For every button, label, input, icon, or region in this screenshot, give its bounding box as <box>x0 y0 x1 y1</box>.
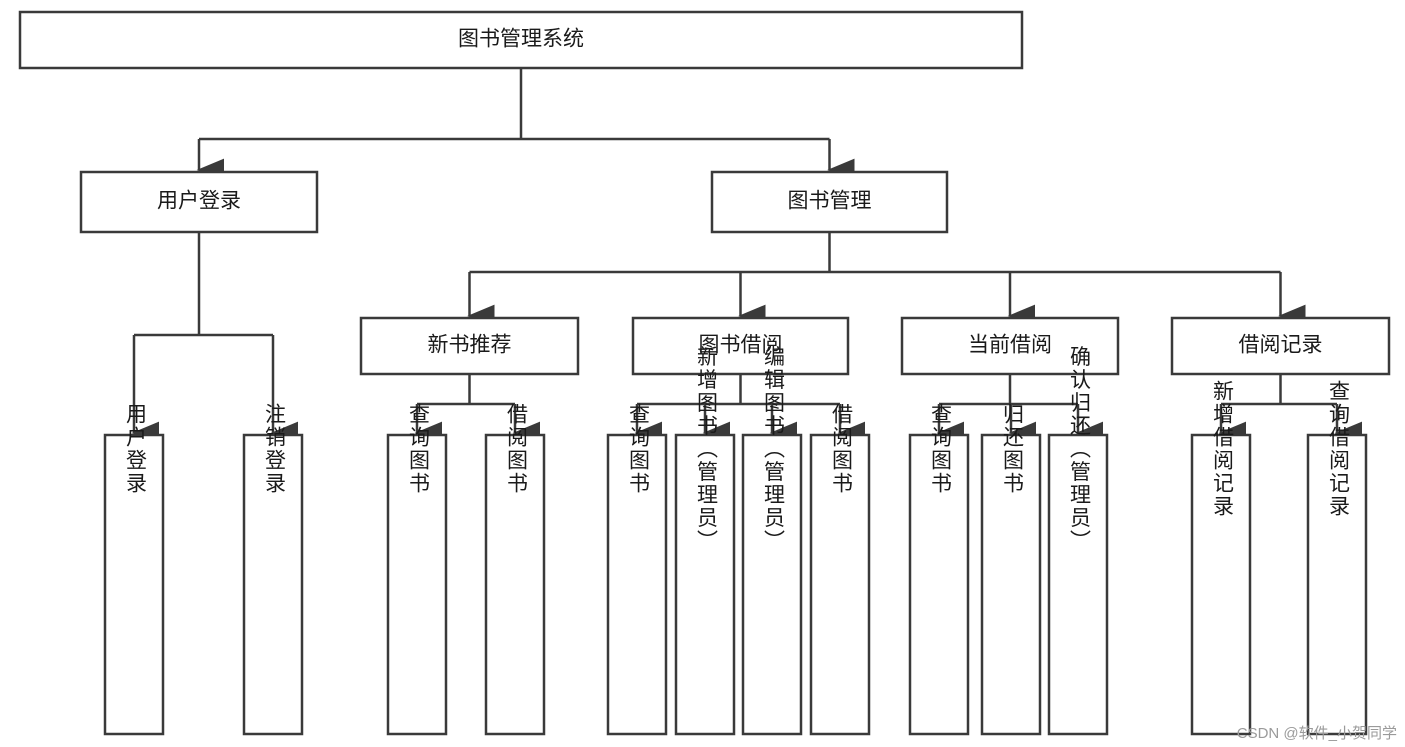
node-label: 查询借阅记录 <box>1326 380 1350 518</box>
node-box <box>606 433 668 736</box>
node-box <box>710 170 949 234</box>
node-leaf-confirm-return[interactable]: 确认归还（管理员） <box>1047 346 1109 736</box>
node-label: 借阅记录 <box>1239 334 1323 357</box>
node-leaf-query-record[interactable]: 查询借阅记录 <box>1306 380 1368 736</box>
node-leaf-query-book-1[interactable]: 查询图书 <box>386 403 448 736</box>
node-box <box>908 433 970 736</box>
node-box <box>1170 316 1391 376</box>
node-label: 确认归还（管理员） <box>1067 346 1091 553</box>
node-box <box>674 433 736 736</box>
node-label: 借阅图书 <box>504 403 528 495</box>
node-leaf-query-book-3[interactable]: 查询图书 <box>908 403 970 736</box>
node-box <box>1306 433 1368 736</box>
node-leaf-add-record[interactable]: 新增借阅记录 <box>1190 380 1252 736</box>
node-leaf-edit-book[interactable]: 编辑图书（管理员） <box>741 346 803 736</box>
node-box <box>900 316 1120 376</box>
connector-layer <box>131 68 1363 445</box>
node-label: 图书管理系统 <box>458 28 584 51</box>
node-user-login[interactable]: 用户登录 <box>79 170 319 234</box>
node-label: 归还图书 <box>1000 403 1024 495</box>
node-label: 查询图书 <box>406 403 430 495</box>
node-new-book-recommend[interactable]: 新书推荐 <box>359 316 580 376</box>
node-label: 用户登录 <box>123 403 147 495</box>
node-label: 借阅图书 <box>829 403 853 495</box>
node-label: 当前借阅 <box>968 334 1052 357</box>
node-label: 新增借阅记录 <box>1210 380 1234 518</box>
node-label: 图书管理 <box>788 190 872 213</box>
node-book-borrow[interactable]: 图书借阅 <box>631 316 850 376</box>
node-label: 新书推荐 <box>428 334 512 357</box>
node-label: 图书借阅 <box>699 334 783 357</box>
node-box <box>359 316 580 376</box>
node-leaf-query-book-2[interactable]: 查询图书 <box>606 403 668 736</box>
node-layer: 图书管理系统用户登录图书管理新书推荐图书借阅当前借阅借阅记录用户登录注销登录查询… <box>18 10 1391 736</box>
node-leaf-return-book[interactable]: 归还图书 <box>980 403 1042 736</box>
node-book-manage[interactable]: 图书管理 <box>710 170 949 234</box>
node-label: 注销登录 <box>262 403 286 495</box>
node-label: 查询图书 <box>928 403 952 495</box>
node-box <box>386 433 448 736</box>
node-root[interactable]: 图书管理系统 <box>18 10 1024 70</box>
node-box <box>980 433 1042 736</box>
node-current-borrow[interactable]: 当前借阅 <box>900 316 1120 376</box>
node-box <box>741 433 803 736</box>
node-box <box>18 10 1024 70</box>
node-box <box>103 433 165 736</box>
node-leaf-borrow-book-1[interactable]: 借阅图书 <box>484 403 546 736</box>
node-label: 用户登录 <box>157 190 241 213</box>
node-box <box>809 433 871 736</box>
node-label: 编辑图书（管理员） <box>761 346 785 553</box>
node-leaf-borrow-book-2[interactable]: 借阅图书 <box>809 403 871 736</box>
node-box <box>631 316 850 376</box>
node-leaf-add-book[interactable]: 新增图书（管理员） <box>674 346 736 736</box>
node-box <box>1190 433 1252 736</box>
node-leaf-user-logout[interactable]: 注销登录 <box>242 403 304 736</box>
node-box <box>484 433 546 736</box>
node-label: 查询图书 <box>626 403 650 495</box>
node-box <box>242 433 304 736</box>
watermark-label: CSDN @软件_小贺同学 <box>1236 725 1397 742</box>
node-borrow-record[interactable]: 借阅记录 <box>1170 316 1391 376</box>
node-box <box>79 170 319 234</box>
node-label: 新增图书（管理员） <box>694 346 718 553</box>
node-leaf-user-login[interactable]: 用户登录 <box>103 403 165 736</box>
node-box <box>1047 433 1109 736</box>
